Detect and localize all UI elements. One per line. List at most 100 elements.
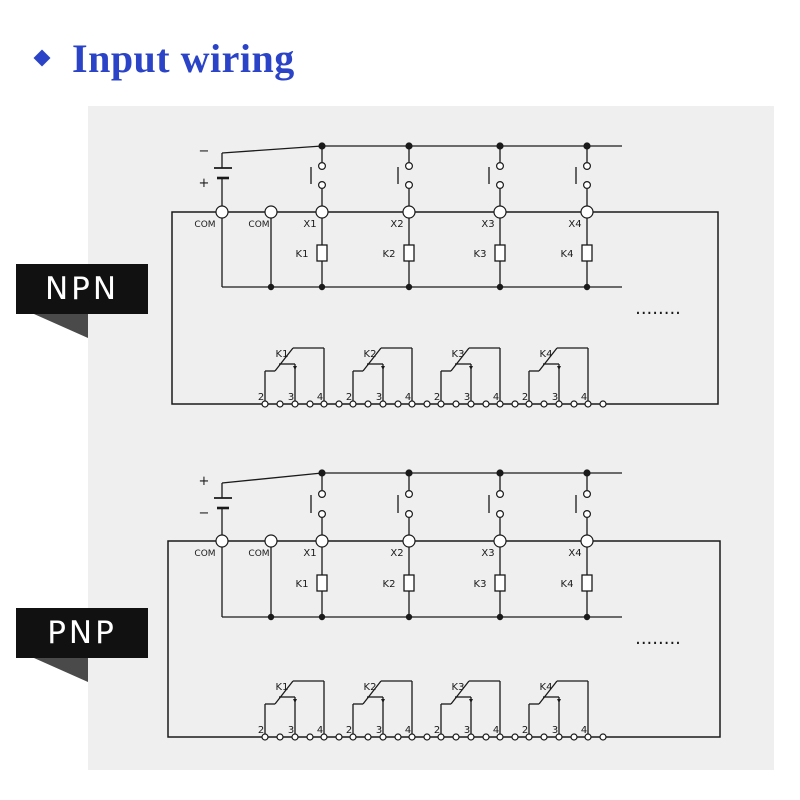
continuation-mark: ........ [635,628,681,649]
pin-terminal [599,733,607,741]
pin-terminal [452,733,460,741]
pin-terminal [584,733,592,741]
relay-arm [274,347,294,372]
pin-label: 3 [464,725,470,736]
pin-label: 3 [464,392,470,403]
coil-box [316,244,328,262]
pin-terminal [570,400,578,408]
pin-terminal [437,400,445,408]
input-label: X3 [481,548,494,559]
pin-label: 2 [258,392,264,403]
pin-terminal [437,733,445,741]
supply-sign-top: − [199,144,210,159]
pin-terminal [349,400,357,408]
input-label: X2 [390,548,403,559]
continuation-mark: ........ [635,298,681,319]
switch-contact [582,162,591,171]
pin-terminal [306,400,314,408]
pin-terminal [423,400,431,408]
input-terminal [315,205,329,219]
coil-label: K2 [383,249,396,260]
pin-label: 4 [581,725,587,736]
pin-terminal [496,400,504,408]
relay-arm [362,347,382,372]
pin-label: 4 [405,725,411,736]
pin-terminal [511,400,519,408]
relay-arrow [469,366,473,370]
input-terminal [402,205,416,219]
pin-label: 2 [434,725,440,736]
pin-label: 2 [434,392,440,403]
pin-terminal [335,400,343,408]
com-label: COM [248,220,269,230]
pin-terminal [423,733,431,741]
junction-dot [267,283,275,291]
battery-wire [221,472,323,484]
supply-sign-bottom: + [199,176,210,191]
relay-arrow [293,699,297,703]
relay-arm [274,680,294,705]
input-label: X2 [390,219,403,230]
switch-contact [318,181,327,190]
relay-arrow [293,366,297,370]
pin-label: 4 [581,392,587,403]
pin-terminal [335,733,343,741]
junction-dot [267,613,275,621]
pin-terminal [555,733,563,741]
pin-terminal [467,733,475,741]
pin-terminal [291,400,299,408]
input-terminal [493,534,507,548]
pin-terminal [540,400,548,408]
pin-label: 4 [317,725,323,736]
pin-label: 3 [288,725,294,736]
pin-terminal [408,400,416,408]
relay-label: K3 [452,682,465,693]
switch-contact [405,490,414,499]
pin-terminal [364,733,372,741]
input-label: X1 [303,548,316,559]
pin-terminal [584,400,592,408]
relay-arm [538,347,558,372]
com-label: COM [248,549,269,559]
switch-contact [318,510,327,519]
heading-title: Input wiring [72,35,295,81]
diagram-panel [88,106,774,770]
pin-label: 4 [493,725,499,736]
relay-arrow [469,699,473,703]
coil-label: K4 [561,579,574,590]
pin-label: 3 [552,392,558,403]
input-terminal [493,205,507,219]
controller-box [171,211,719,405]
pin-terminal [496,733,504,741]
pin-terminal [349,733,357,741]
input-terminal [402,534,416,548]
relay-label: K2 [364,682,377,693]
pin-terminal [394,400,402,408]
coil-label: K3 [474,579,487,590]
switch-contact [318,490,327,499]
coil-box [403,574,415,592]
relay-k4-contact: K4 2 3 4 [522,347,607,408]
pin-terminal [540,733,548,741]
switch-contact [496,490,505,499]
pin-label: 2 [346,725,352,736]
coil-box [494,574,506,592]
relay-label: K4 [540,349,553,360]
coil-box [403,244,415,262]
relay-label: K1 [276,682,289,693]
relay-label: K4 [540,682,553,693]
coil-box [581,574,593,592]
pin-terminal [525,400,533,408]
pin-terminal [482,733,490,741]
pin-terminal [599,400,607,408]
pin-label: 2 [522,392,528,403]
pin-terminal [306,733,314,741]
coil-label: K4 [561,249,574,260]
pin-label: 2 [522,725,528,736]
com-label: COM [194,220,215,230]
pin-terminal [276,400,284,408]
